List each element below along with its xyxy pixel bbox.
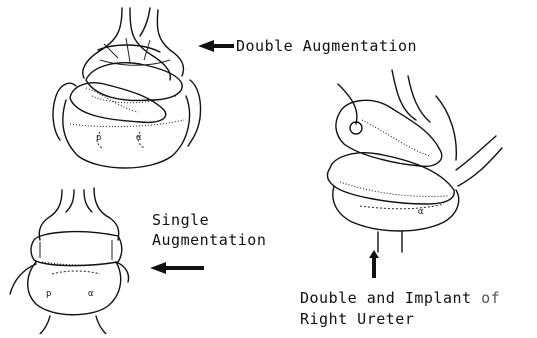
single-augmentation-label-line2: Augmentation [152,231,266,250]
double-implant-label-main: Double and Implant [300,289,481,307]
single-augmentation-label-line1: Single [152,211,209,230]
svg-text:α: α [88,289,94,299]
svg-text:α: α [418,207,424,217]
double-implant-label-line2: Right Ureter [300,310,414,329]
svg-text:p: p [46,289,51,299]
arrow-to-double-augmentation [198,40,234,52]
svg-text:p: p [96,133,101,143]
svg-text:α: α [136,133,142,143]
double-augmentation-label: Double Augmentation [236,37,417,56]
arrow-to-double-implant [369,250,379,278]
double-implant-label-of: of [481,289,500,307]
double-implant-label-line1: Double and Implant of [300,289,500,308]
single-augmentation-drawing: p α [10,188,129,334]
arrow-to-single-augmentation [150,262,204,274]
double-augmentation-drawing: p α [53,8,200,168]
double-implant-drawing: α [327,70,502,252]
